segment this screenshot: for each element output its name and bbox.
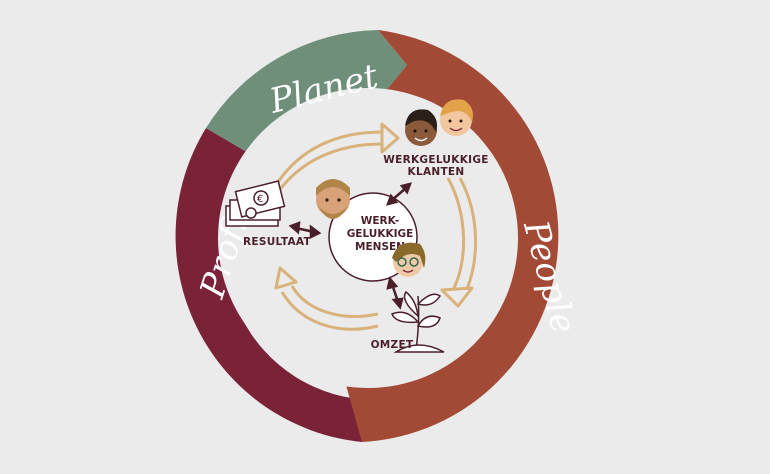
employee-faces-icon <box>316 179 426 277</box>
omzet-label: OMZET <box>371 339 414 351</box>
arrowhead-top <box>380 122 400 154</box>
planet-segment <box>206 30 407 158</box>
arrow-klanten-to-omzet <box>446 177 465 293</box>
arrow-resultaat-to-klanten <box>276 130 383 183</box>
resultaat-label: RESULTAAT <box>243 236 311 248</box>
arrowhead-bottom <box>274 266 298 290</box>
center-label-line1: WERK- <box>361 215 399 227</box>
klanten-label-line1: WERKGELUKKIGE <box>383 154 488 166</box>
two-customers-faces-icon <box>405 99 473 146</box>
arrow-omzet-to-resultaat <box>280 291 379 331</box>
double-arrow-klanten <box>391 187 407 201</box>
arrowhead-right <box>440 286 474 308</box>
seedling-icon <box>391 290 445 353</box>
cycle-arrows <box>276 130 477 331</box>
center-label-line2: GELUKKIGE <box>347 228 414 240</box>
euro-symbol-1: € <box>257 194 263 205</box>
klanten-label-line2: KLANTEN <box>408 166 465 178</box>
euro-banknotes-icon <box>225 180 286 227</box>
double-arrows <box>288 182 413 310</box>
people-segment <box>346 30 559 442</box>
center-label-line3: MENSEN <box>355 241 405 253</box>
